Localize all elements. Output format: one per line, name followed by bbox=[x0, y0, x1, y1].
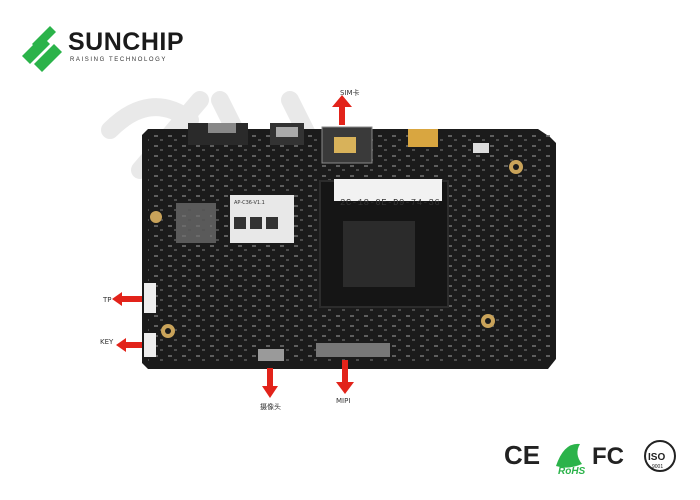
fc-mark: FC bbox=[592, 443, 624, 470]
certification-logos: CE RoHS FC ISO bbox=[504, 440, 676, 476]
key-arrow-icon bbox=[116, 338, 142, 352]
sim-arrow-icon bbox=[332, 95, 352, 125]
iso-number: 9001 bbox=[652, 464, 664, 470]
module-label: AP-C36-V1.1 bbox=[234, 200, 265, 206]
mipi-arrow-icon bbox=[336, 360, 354, 394]
camera-callout-label: 摄像头 bbox=[260, 403, 281, 411]
brand-name: SUNCHIP bbox=[68, 28, 185, 56]
camera-arrow-icon bbox=[262, 368, 278, 398]
sim-callout-label: SIM卡 bbox=[340, 89, 360, 97]
circuit-board bbox=[142, 123, 556, 369]
mipi-callout-label: MIPI bbox=[336, 397, 351, 405]
iso-mark: ISO bbox=[648, 452, 665, 463]
mac-address-label: 2C-18-0E-D9-74-36 bbox=[340, 198, 441, 208]
sunchip-logo-mark bbox=[22, 26, 62, 72]
ce-mark: CE bbox=[504, 440, 540, 470]
rohs-mark: RoHS bbox=[558, 466, 586, 476]
tp-arrow-icon bbox=[112, 292, 142, 306]
brand-tagline: RAISING TECHNOLOGY bbox=[70, 57, 168, 63]
key-callout-label: KEY bbox=[100, 338, 114, 346]
tp-callout-label: TP bbox=[103, 296, 112, 304]
